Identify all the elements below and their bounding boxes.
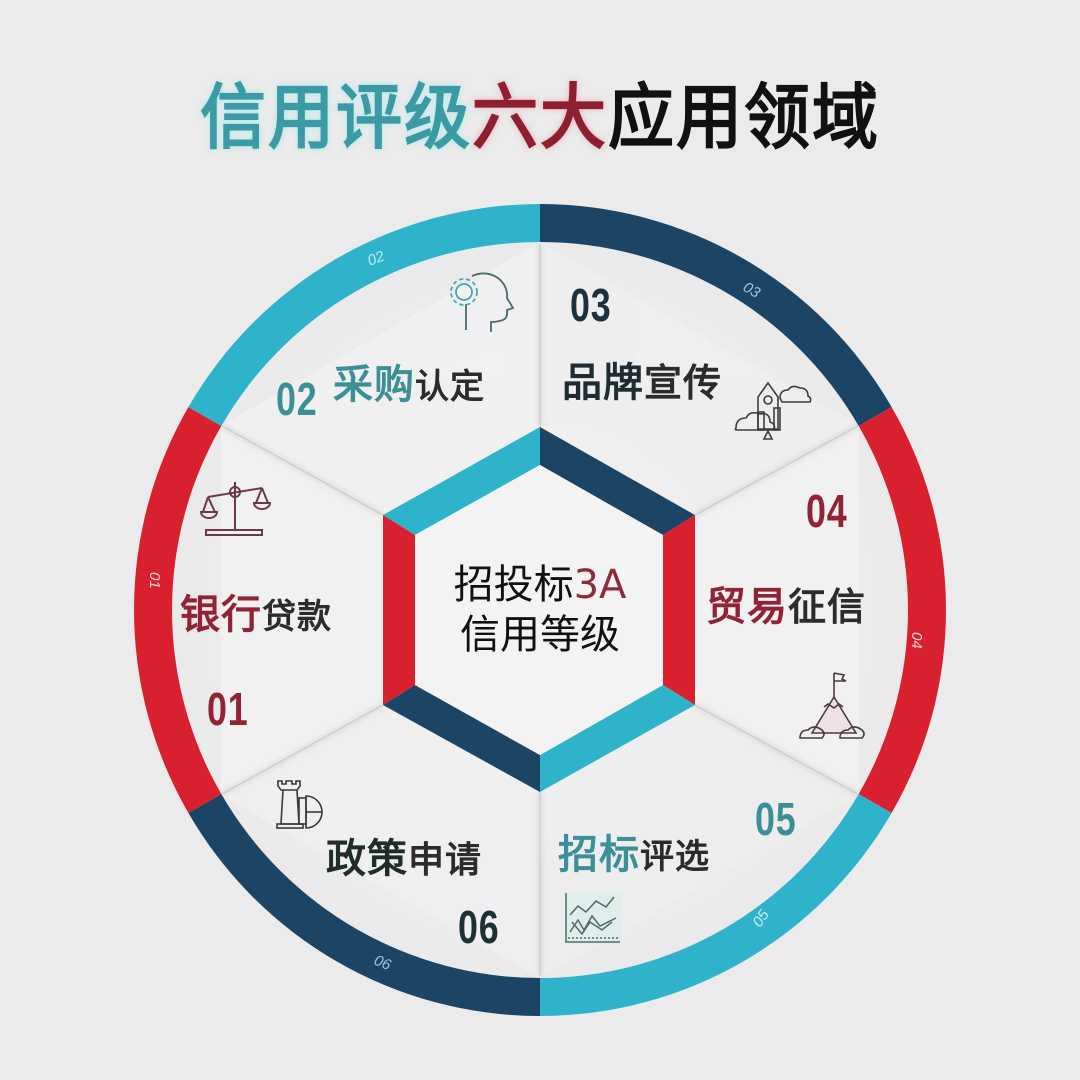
segment-01-number: 01 <box>207 683 249 735</box>
ring-label-02: 02 <box>365 247 387 269</box>
segment-02-rest: 认定 <box>415 367 485 407</box>
scales-icon <box>199 482 272 536</box>
segment-03-label: 品牌宣传 <box>562 350 722 408</box>
segment-06-number: 06 <box>458 901 500 953</box>
ring-segment-01 <box>134 407 222 813</box>
center-line-1-text: 招投标 <box>453 562 574 608</box>
title-part-1: 信用评级 <box>200 75 472 160</box>
chess-rook-icon <box>276 780 323 829</box>
hex-edge-01 <box>383 515 415 705</box>
ring-segment-03 <box>540 204 892 426</box>
rocket-icon <box>734 381 812 440</box>
segment-02-highlight: 采购 <box>333 362 415 408</box>
segment-05-number: 05 <box>755 793 797 845</box>
ring-label-01: 01 <box>146 572 163 589</box>
center-line-2: 信用等级 <box>460 612 620 658</box>
ring-segment-06 <box>188 794 540 1016</box>
center-line-1-accent: 3A <box>573 562 627 608</box>
ring-segment-04 <box>858 407 946 813</box>
hex-face <box>415 465 663 755</box>
segment-04-number: 04 <box>806 485 848 537</box>
segment-05-label: 招标评选 <box>558 822 710 880</box>
hex-edge-05 <box>540 685 695 792</box>
title-part-3: 应用领域 <box>608 75 880 160</box>
mountain-flag-icon <box>799 672 865 739</box>
segment-06-label: 政策申请 <box>326 826 482 884</box>
title-part-2: 六大 <box>472 75 608 160</box>
segment-02-number: 02 <box>276 373 318 425</box>
segment-06-highlight: 政策 <box>326 836 408 882</box>
segment-03-rest: 宣传 <box>644 361 723 405</box>
segment-03-number: 03 <box>570 279 612 331</box>
line-chart-icon <box>565 893 622 943</box>
hex-edge-04 <box>663 515 695 705</box>
segment-04-label: 贸易征信 <box>706 574 866 632</box>
ring-label-03: 03 <box>740 279 764 302</box>
segment-05-rest: 评选 <box>640 837 710 877</box>
ring-label-06: 06 <box>372 952 394 974</box>
ring-segment-02 <box>188 204 540 426</box>
center-label: 招投标3A 信用等级 <box>420 560 660 660</box>
segment-01-label: 银行贷款 <box>180 582 332 640</box>
divider-lines <box>221 244 859 976</box>
head-gear-icon <box>450 272 515 332</box>
center-hexagon <box>383 427 695 792</box>
segment-05-highlight: 招标 <box>558 832 640 878</box>
center-line-1: 招投标3A <box>420 560 660 610</box>
ring-labels: 02 03 04 05 06 01 <box>146 247 925 974</box>
segment-04-highlight: 贸易 <box>706 584 788 630</box>
outer-ring <box>134 204 946 1016</box>
segment-01-rest: 贷款 <box>262 597 332 637</box>
hex-edge-03 <box>540 427 695 535</box>
segment-04-rest: 征信 <box>788 585 867 629</box>
segment-03-highlight: 品牌 <box>562 360 644 406</box>
panel-shading <box>221 242 859 978</box>
ring-label-04: 04 <box>908 632 925 649</box>
segment-02-label: 采购认定 <box>333 352 485 410</box>
segment-01-highlight: 银行 <box>180 592 262 638</box>
hex-edge-06 <box>383 685 540 792</box>
page-title: 信用评级六大应用领域 <box>0 75 1080 160</box>
segment-06-rest: 申请 <box>408 840 483 881</box>
hex-edge-02 <box>383 427 540 535</box>
ring-segment-05 <box>540 794 892 1016</box>
